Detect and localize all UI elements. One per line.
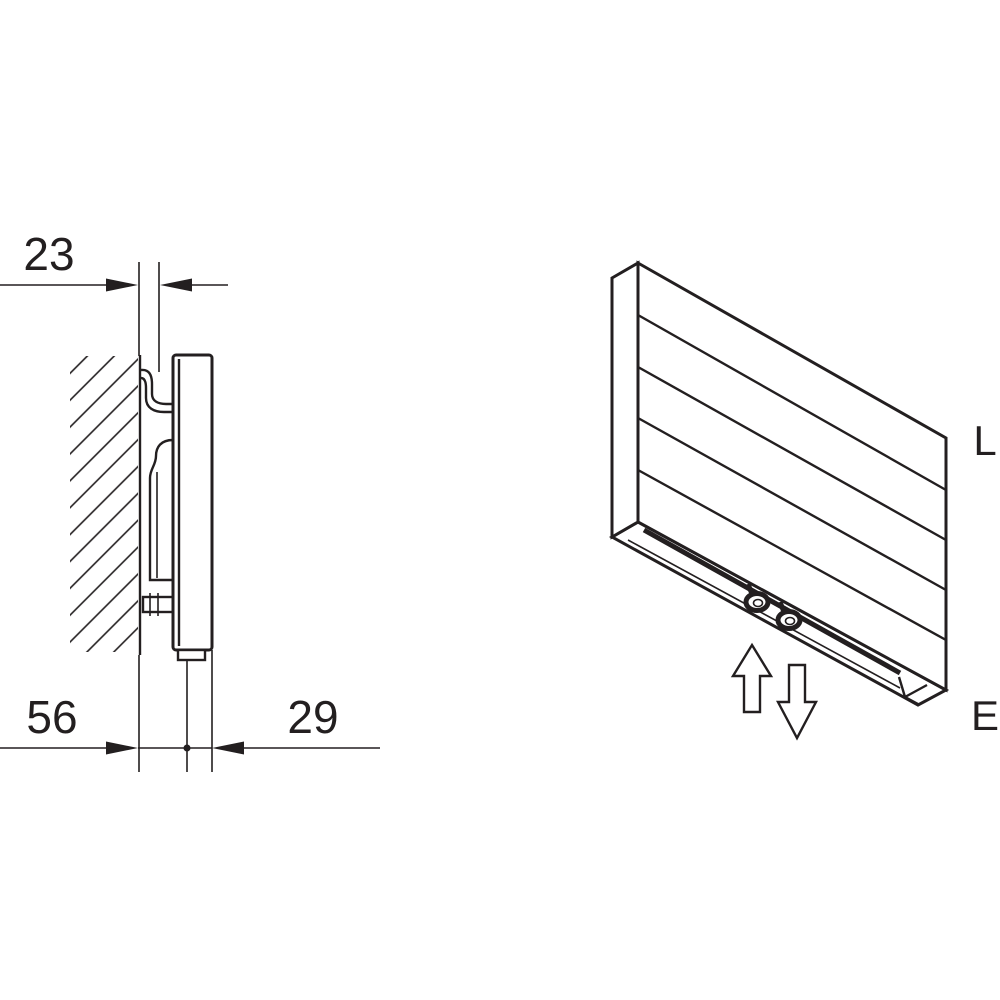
underside-rail [642, 527, 902, 676]
end-bracket-notch [897, 676, 928, 706]
radiator-profile [171, 353, 214, 662]
wall-bracket [140, 368, 174, 582]
panel-divider [637, 468, 947, 642]
panel-divider [637, 313, 947, 492]
valve-ring [743, 591, 771, 613]
dimension-bottom: 56 29 [0, 650, 380, 772]
valve-left [743, 583, 771, 613]
valve-right [775, 601, 803, 631]
valve-bore [784, 616, 796, 626]
front-face [636, 260, 948, 693]
arrowhead-right [106, 278, 138, 292]
wall [70, 355, 142, 655]
dimension-bottom-left-value: 56 [26, 691, 77, 743]
label-upper: L [973, 417, 996, 464]
bracket-upper-inner [140, 376, 173, 414]
panel-divider [637, 365, 947, 542]
dimension-top: 23 [0, 228, 228, 372]
side-view: 23 [0, 228, 380, 772]
dimension-dot [183, 744, 191, 752]
flow-up-arrow-icon [730, 642, 774, 714]
dimension-top-value: 23 [23, 228, 74, 280]
pipe-connection [141, 593, 175, 616]
front-face-outline [636, 260, 948, 693]
panel-divider [637, 416, 947, 592]
radiator-bottom-stub [176, 648, 207, 662]
perspective-view: L E [608, 260, 999, 741]
wall-hatching [70, 356, 138, 652]
valve-connections [743, 583, 803, 631]
label-lower: E [971, 692, 999, 739]
underside-rail-edge [627, 539, 901, 689]
bracket-lower-body [148, 438, 174, 582]
arrowhead-right [106, 741, 138, 755]
arrowhead-left [160, 278, 192, 292]
bracket-upper-hook [140, 368, 173, 406]
flow-down-arrow-icon [776, 663, 818, 741]
valve-ring [775, 609, 803, 631]
end-face [610, 260, 640, 540]
arrowhead-left [212, 741, 244, 755]
dimension-bottom-right-value: 29 [287, 691, 338, 743]
valve-bore [752, 598, 764, 608]
